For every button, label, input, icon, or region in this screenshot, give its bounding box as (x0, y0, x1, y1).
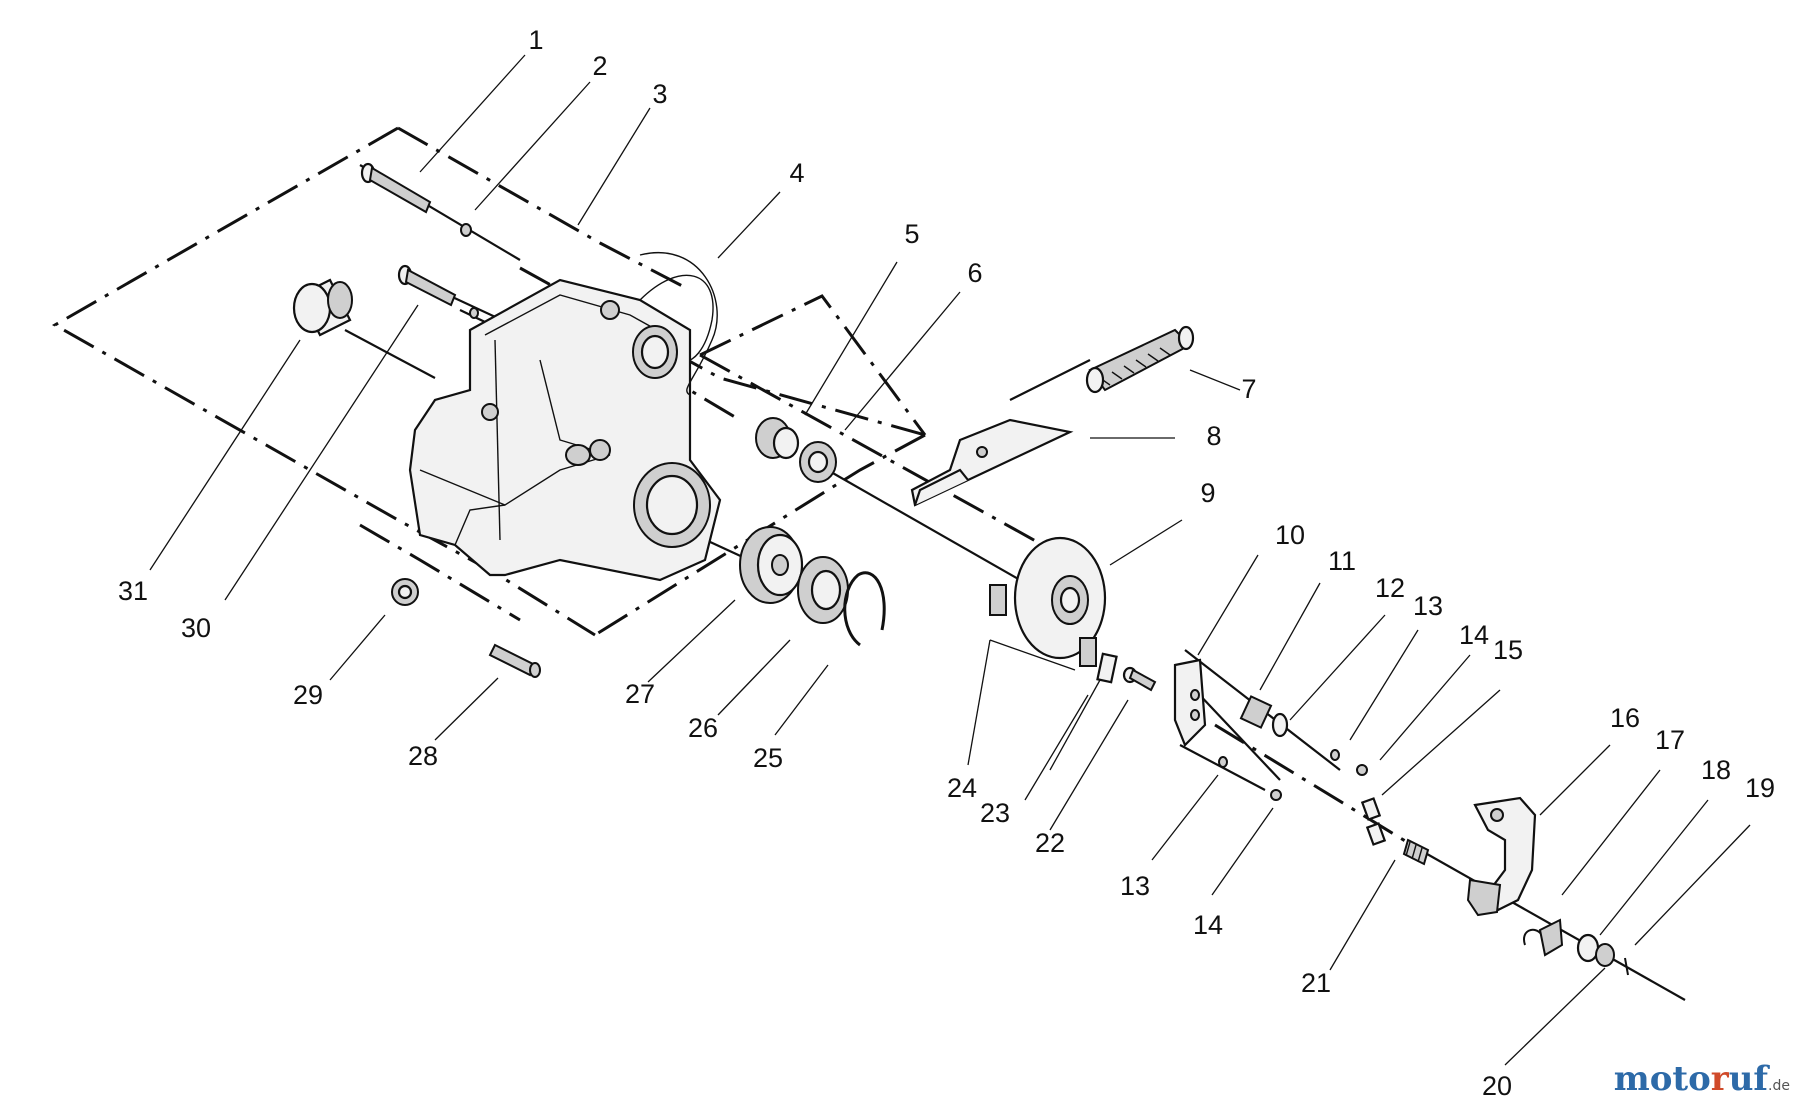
label-part-21: 21 (1301, 968, 1331, 998)
watermark-part-b: r (1710, 1059, 1729, 1099)
washer-13b (1218, 756, 1228, 768)
nut-14 (1356, 764, 1368, 776)
label-part-4: 4 (789, 158, 804, 188)
label-part-7: 7 (1241, 374, 1256, 404)
pulley-9 (1013, 536, 1107, 660)
label-part-17: 17 (1655, 725, 1685, 755)
label-part-13: 13 (1413, 591, 1443, 621)
lever-10 (1173, 658, 1207, 747)
seal-26 (797, 556, 849, 624)
label-part-14: 14 (1459, 620, 1489, 650)
label-part-23: 23 (980, 798, 1010, 828)
label-part-15: 15 (1493, 635, 1523, 665)
pin-15 (1360, 797, 1387, 846)
label-part-24: 24 (947, 773, 977, 803)
gear-20 (1595, 943, 1615, 967)
spring-17 (1523, 918, 1564, 957)
label-part-11: 11 (1328, 546, 1356, 576)
label-part-29: 29 (293, 680, 323, 710)
label-part-14-lower: 14 (1193, 910, 1223, 940)
bolt-22 (1122, 666, 1157, 692)
label-part-8: 8 (1206, 421, 1221, 451)
leader-lines (149, 54, 1751, 1066)
label-part-18: 18 (1701, 755, 1731, 785)
washer-18 (1576, 933, 1600, 963)
bracket-8 (910, 418, 1074, 507)
label-part-19: 19 (1745, 773, 1775, 803)
seal-6 (799, 441, 837, 483)
label-part-13-lower: 13 (1120, 871, 1150, 901)
ball-bearing-27 (739, 526, 804, 604)
label-part-31: 31 (118, 576, 148, 606)
watermark-logo: motoruf.de (1614, 1059, 1790, 1099)
label-part-9: 9 (1200, 478, 1215, 508)
fitting-28 (488, 643, 541, 678)
label-part-26: 26 (688, 713, 718, 743)
nut-14b (1270, 789, 1282, 801)
washer-13 (1330, 749, 1340, 761)
label-part-25: 25 (753, 743, 783, 773)
handle-bracket-16 (1466, 796, 1537, 917)
label-part-22: 22 (1035, 828, 1065, 858)
gasket-outline (639, 252, 718, 396)
watermark-part-c: uf (1728, 1059, 1769, 1099)
label-part-3: 3 (652, 79, 667, 109)
watermark-tld: .de (1768, 1078, 1790, 1094)
torsion-spring-21 (1402, 838, 1430, 866)
spacer-11 (1239, 695, 1289, 738)
key-24 (989, 584, 1097, 667)
needle-bearing-5 (755, 417, 800, 460)
label-part-28: 28 (408, 741, 438, 771)
bushing-31 (292, 278, 353, 337)
label-part-10: 10 (1275, 520, 1305, 550)
plug-29 (391, 578, 419, 606)
washer-2 (460, 223, 472, 237)
label-part-2: 2 (592, 51, 607, 81)
extension-spring-7 (1085, 325, 1195, 394)
snap-ring-25 (843, 571, 886, 647)
label-part-16: 16 (1610, 703, 1640, 733)
part-number-labels: 1 2 3 4 5 6 7 8 9 10 11 12 13 14 15 16 1… (118, 25, 1775, 1101)
label-part-1: 1 (528, 25, 543, 55)
label-part-30: 30 (181, 613, 211, 643)
label-part-6: 6 (967, 258, 982, 288)
bolt-30 (397, 264, 479, 319)
watermark-part-a: moto (1613, 1059, 1711, 1099)
label-part-5: 5 (904, 219, 919, 249)
clip-19 (1624, 957, 1629, 976)
gear-housing (408, 274, 722, 582)
long-bolt-1 (360, 162, 432, 214)
label-part-20: 20 (1482, 1071, 1512, 1101)
key-23 (1096, 652, 1118, 684)
label-part-12: 12 (1375, 573, 1405, 603)
label-part-27: 27 (625, 679, 655, 709)
